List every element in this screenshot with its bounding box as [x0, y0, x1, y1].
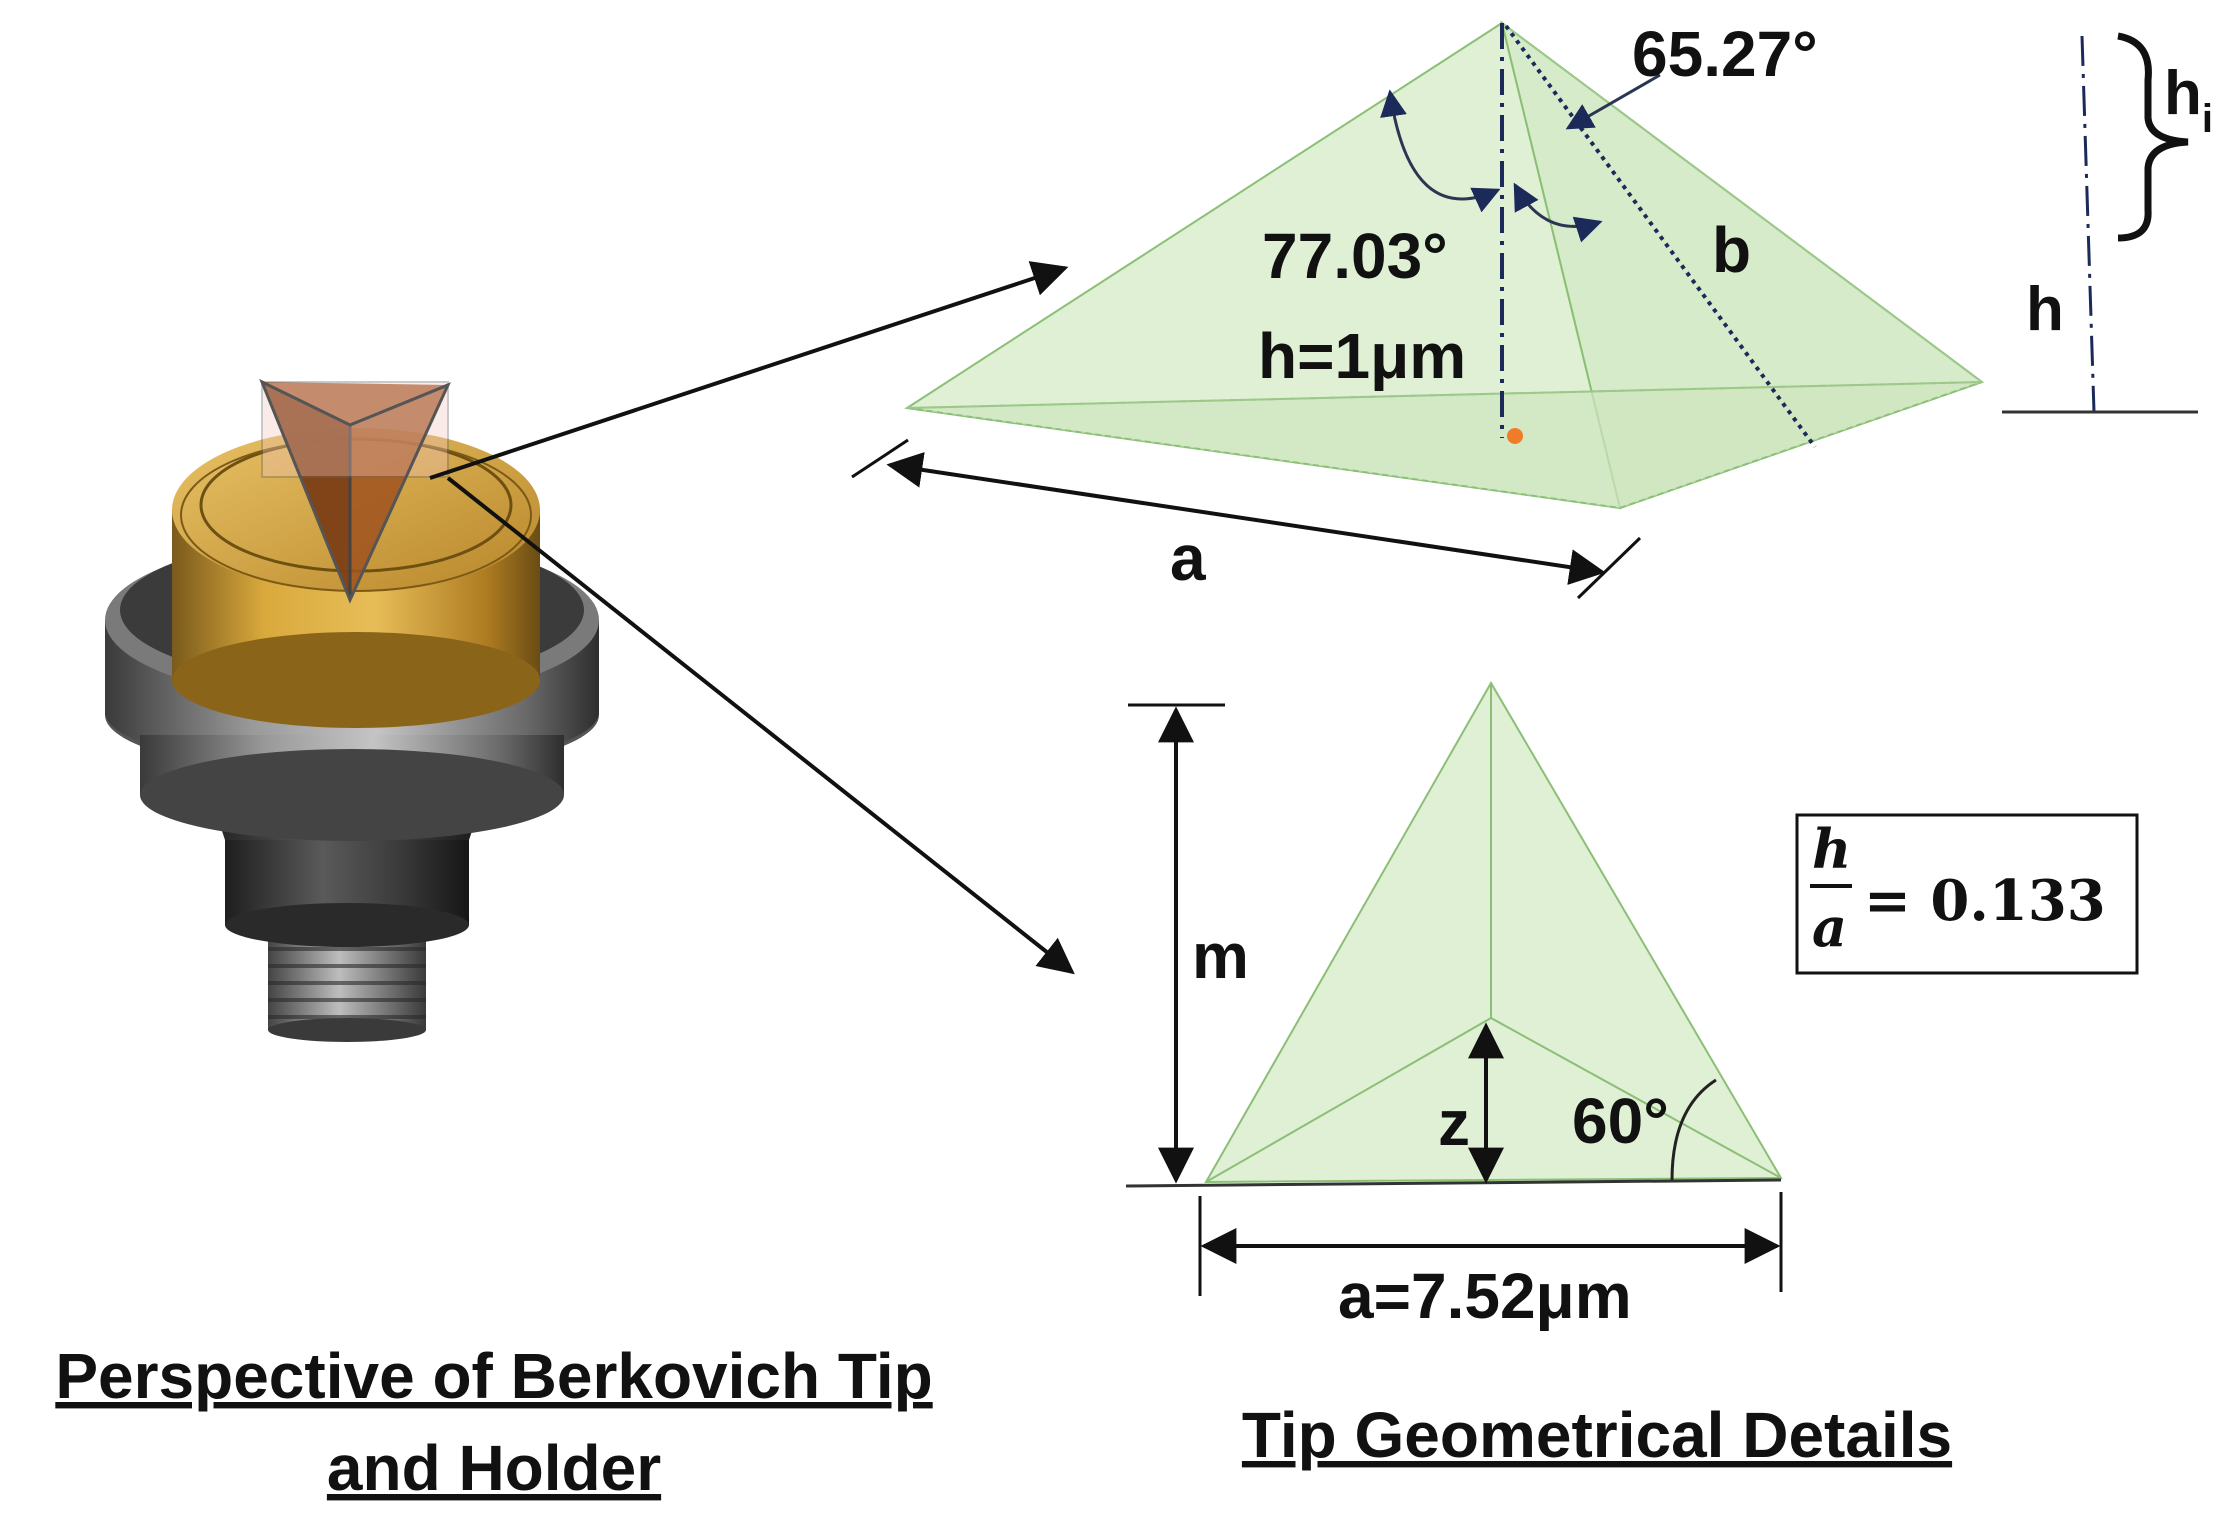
- angle-65-leader: [1565, 73, 1661, 130]
- pyramid-3d-view: 65.27° 77.03° h=1μm b a: [851, 18, 1985, 600]
- tip-holder-illustration: [105, 261, 1075, 1042]
- hi-brace: [2117, 32, 2189, 242]
- pyramid-base-back: [906, 381, 1983, 409]
- a-base-label: a=7.52μm: [1338, 1260, 1632, 1332]
- angle-arc-65: [1513, 182, 1603, 243]
- right-caption: Tip Geometrical Details: [1242, 1399, 1952, 1471]
- triangle-edge-right: [1490, 1017, 1782, 1179]
- face-b-label: b: [1712, 214, 1751, 286]
- side-hi-label: hi: [2164, 59, 2213, 141]
- leader-line-upper: [429, 261, 1069, 480]
- triangle-baseline: [1125, 1178, 1782, 1188]
- base-a-tick-left: [851, 438, 909, 479]
- ratio-value: = 0.133: [1864, 868, 2106, 934]
- side-h-label: h: [2026, 275, 2064, 344]
- pyramid-face-height-b: [1504, 24, 1817, 449]
- ratio-numerator: h: [1812, 817, 1851, 881]
- angle-arc-77: [1380, 89, 1501, 213]
- z-label: z: [1438, 1087, 1470, 1159]
- angle-60-label: 60°: [1572, 1085, 1669, 1157]
- triangle-top-view: m z 60° a=7.52μm: [1125, 681, 1783, 1332]
- pyramid-edge-back: [1501, 22, 1983, 383]
- berkovich-tip-model: [259, 378, 451, 604]
- captions: Perspective of Berkovich Tip and Holder …: [55, 1340, 1952, 1504]
- triangle-outer: [1204, 681, 1783, 1184]
- angle-77-label: 77.03°: [1262, 220, 1448, 292]
- triangle-edge-left: [1205, 1017, 1492, 1183]
- base-a-dimension-arrow: [886, 452, 1606, 585]
- ratio-box: h a = 0.133: [1795, 813, 2139, 975]
- base-a-tick-right: [1576, 536, 1642, 600]
- leader-line-lower: [446, 476, 1075, 975]
- angle-65-label: 65.27°: [1632, 18, 1818, 90]
- height-h-label: h=1μm: [1258, 320, 1466, 392]
- height-schematic: h hi: [2002, 32, 2213, 414]
- ratio-denominator: a: [1812, 895, 1847, 959]
- pyramid-base-center-dot: [1507, 428, 1523, 444]
- left-caption-line-1: Perspective of Berkovich Tip: [55, 1340, 932, 1412]
- base-a-label: a: [1170, 522, 1206, 594]
- ratio-box-border: [1795, 813, 2139, 975]
- m-label: m: [1192, 920, 1249, 992]
- height-axis-dashdot: [2080, 35, 2096, 413]
- angle-60-arc: [1670, 1078, 1717, 1181]
- left-caption-line-2: and Holder: [327, 1432, 661, 1504]
